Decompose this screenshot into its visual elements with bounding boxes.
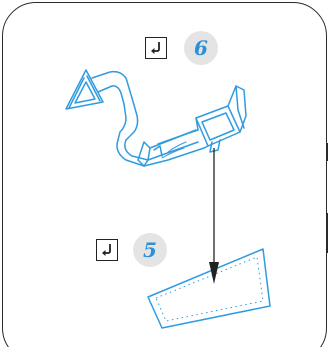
buckle-inner — [201, 112, 235, 141]
patch-outline — [147, 248, 271, 329]
strap-to-buckle — [147, 141, 199, 161]
return-arrow-icon — [102, 244, 111, 256]
return-arrow-icon — [151, 42, 160, 54]
strap-part — [65, 69, 247, 167]
step-5-number: 5 — [143, 238, 157, 262]
buckle-clip — [227, 85, 247, 133]
step-5-return-box — [96, 239, 118, 261]
direction-arrow — [209, 148, 219, 284]
step-6-number: 6 — [194, 36, 208, 60]
fabric-patch-part — [147, 248, 271, 329]
panel-frame — [2, 2, 327, 347]
triangle-ring-inner — [74, 81, 96, 104]
strap-upper-edge — [91, 70, 133, 99]
step-6-return-box — [145, 37, 167, 59]
edge-tick-lower — [326, 213, 328, 253]
step-6-number-badge: 6 — [184, 31, 218, 65]
step-5-number-badge: 5 — [133, 233, 167, 267]
strap-twist — [125, 97, 139, 141]
buckle-frame — [195, 105, 241, 147]
patch-stitching — [155, 256, 264, 322]
triangle-ring-outer — [65, 69, 104, 110]
edge-tick-upper — [326, 143, 328, 161]
